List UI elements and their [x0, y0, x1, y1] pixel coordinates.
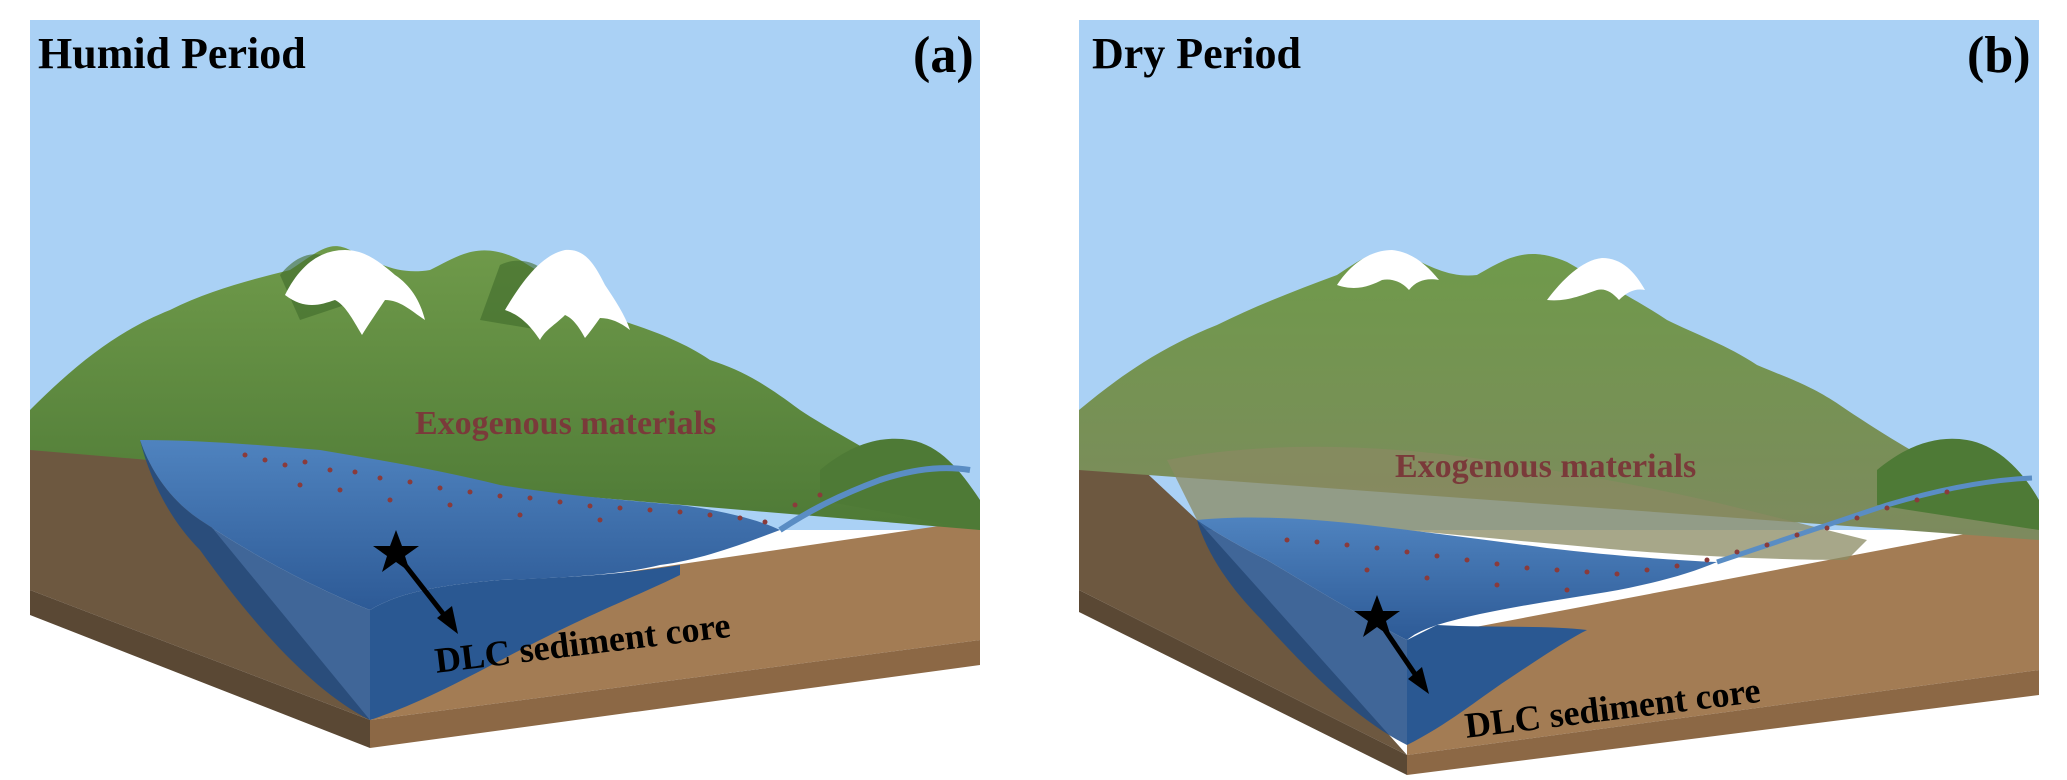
period-title: Dry Period [1092, 29, 1301, 78]
soil-bottom-left [30, 590, 370, 748]
foothill-right [820, 438, 980, 530]
soil-bottom-left [1079, 590, 1407, 775]
panel-letter: (b) [1967, 27, 2031, 84]
panel-letter: (a) [913, 27, 974, 84]
star-icon [1354, 595, 1400, 637]
exposed-slope [1167, 446, 1867, 560]
arrow-icon [403, 563, 458, 634]
arrow-icon [1382, 628, 1429, 694]
snow-cap-1 [1337, 250, 1439, 290]
soil-bottom-edge [370, 640, 980, 748]
lake-section-front [1407, 625, 1587, 745]
exogenous-particles [242, 452, 823, 525]
block-diagram-dry [1079, 20, 2039, 775]
soil-bottom-edge [1407, 670, 2039, 775]
exogenous-particles [1284, 489, 1950, 593]
exogenous-materials-label: Exogenous materials [1395, 448, 1697, 485]
snow-cap-2 [1547, 258, 1645, 301]
period-title: Humid Period [38, 29, 306, 78]
star-icon [373, 530, 419, 572]
panel-dry: Dry Period (b) Exogenous materials DLC s… [1067, 0, 2067, 780]
soil-front-face [370, 520, 980, 720]
foothill-right [1877, 438, 2039, 530]
lake-surface [1197, 517, 1717, 640]
soil-front-face [1407, 520, 2039, 755]
exogenous-materials-label: Exogenous materials [415, 405, 717, 442]
lake-section-left [1197, 520, 1407, 745]
snow-cap-2 [505, 249, 630, 340]
panel-humid: Humid Period (a) Exogenous materials DLC… [0, 0, 1000, 780]
lake-section-left [140, 440, 370, 720]
lake-section-front [370, 565, 680, 720]
snow-cap-1 [285, 250, 425, 335]
block-diagram-humid [30, 20, 980, 748]
river-inflow [778, 465, 971, 533]
river-inflow [1716, 475, 2033, 565]
